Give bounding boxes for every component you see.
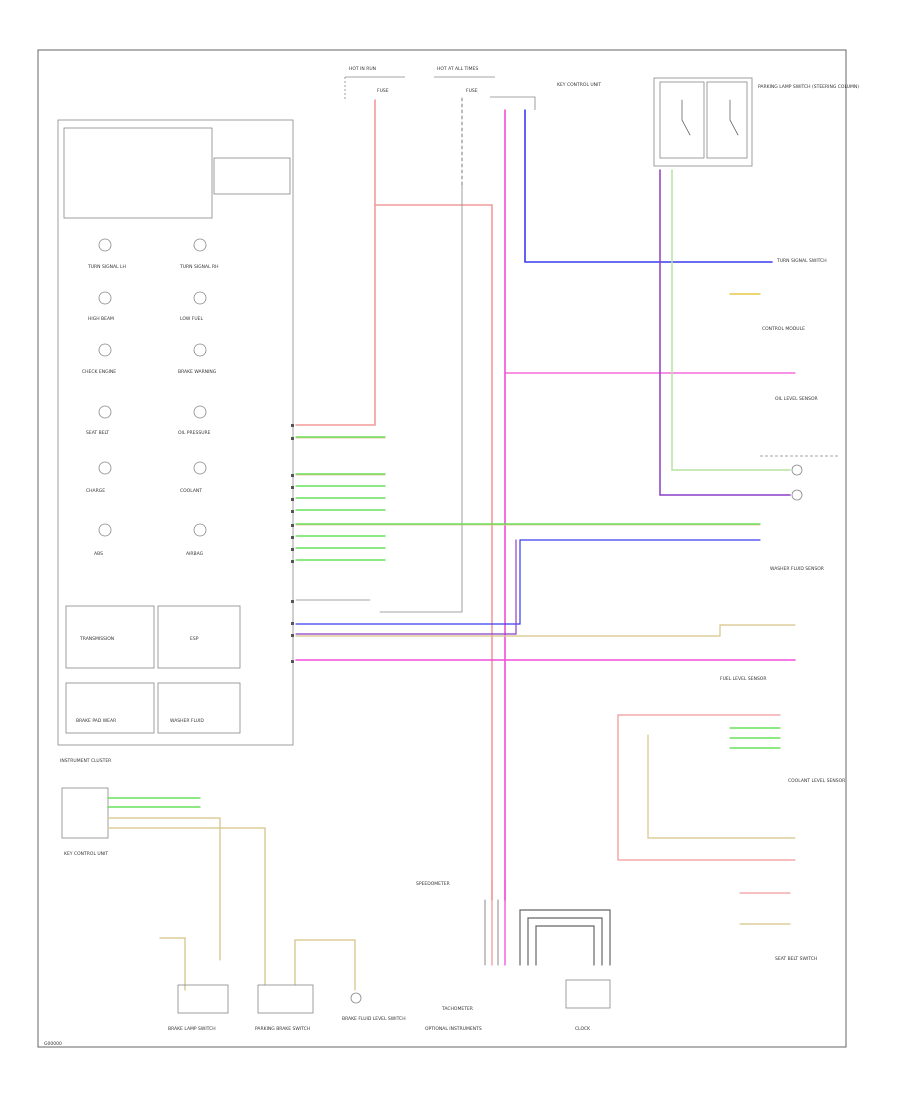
parking-lamp-switch: PARKING LAMP SWITCH (STEERING COLUMN) bbox=[653, 77, 859, 167]
lamp-abs: ABS bbox=[94, 523, 112, 557]
wire-red-horizontal bbox=[374, 204, 493, 901]
wire-red-feed-a bbox=[295, 99, 376, 426]
lower-left-switches: BRAKE LAMP SWITCH PARKING BRAKE SWITCH B… bbox=[159, 937, 406, 1032]
wire-violet bbox=[659, 169, 791, 496]
speedometer-label: SPEEDOMETER bbox=[416, 881, 450, 887]
lamp-washer-fluid: WASHER FLUID bbox=[157, 682, 241, 734]
lamp-airbag: AIRBAG bbox=[186, 523, 207, 557]
lamp-brake-pad-wear: BRAKE PAD WEAR bbox=[65, 682, 155, 734]
right-mod-3-label: OIL LEVEL SENSOR bbox=[775, 396, 818, 402]
lamp-brake-warning: BRAKE WARNING bbox=[178, 343, 217, 375]
brake-fluid-label: BRAKE FLUID LEVEL SWITCH bbox=[342, 1016, 406, 1022]
right-mod-2-label: CONTROL MODULE bbox=[762, 326, 805, 332]
lamp-low-fuel: LOW FUEL bbox=[180, 291, 207, 322]
parking-lamp-switch-label: PARKING LAMP SWITCH (STEERING COLUMN) bbox=[758, 84, 859, 90]
svg-text:TRANSMISSION: TRANSMISSION bbox=[79, 636, 114, 642]
wire-lightgreen bbox=[671, 169, 791, 471]
cluster-connector bbox=[291, 424, 294, 663]
lamp-oil-pressure: OIL PRESSURE bbox=[178, 405, 211, 436]
diagram-footer-id: G00000 bbox=[44, 1041, 62, 1047]
right-mod-5-label: FUEL LEVEL SENSOR bbox=[720, 676, 766, 682]
right-lower-module: COOLANT LEVEL SENSOR SEAT BELT SWITCH bbox=[617, 714, 845, 962]
wire-blue-lower bbox=[295, 539, 761, 625]
optional-instruments-label: OPTIONAL INSTRUMENTS bbox=[425, 1026, 482, 1032]
fuse-label-a: FUSE bbox=[377, 88, 389, 94]
right-modules: TURN SIGNAL SWITCH CONTROL MODULE OIL LE… bbox=[720, 258, 840, 682]
parking-brake-switch-label: PARKING BRAKE SWITCH bbox=[255, 1026, 310, 1032]
instrument-cluster-title: INSTRUMENT CLUSTER bbox=[60, 758, 111, 764]
svg-text:OIL PRESSURE: OIL PRESSURE bbox=[178, 430, 211, 436]
right-mod-1-label: TURN SIGNAL SWITCH bbox=[776, 258, 827, 264]
fuse-block-right: HOT AT ALL TIMES FUSE KEY CONTROL UNIT bbox=[434, 66, 601, 110]
right-mod-7-label: SEAT BELT SWITCH bbox=[775, 956, 817, 962]
lamp-transmission: TRANSMISSION bbox=[65, 605, 155, 669]
key-control-unit-label: KEY CONTROL UNIT bbox=[64, 851, 108, 857]
instrument-cluster: INSTRUMENT CLUSTER bbox=[57, 119, 294, 764]
svg-text:BRAKE PAD WEAR: BRAKE PAD WEAR bbox=[76, 718, 116, 724]
right-mod-4-label: WASHER FLUID SENSOR bbox=[770, 566, 824, 572]
fuse-label-b: FUSE bbox=[466, 88, 478, 94]
key-control-label: KEY CONTROL UNIT bbox=[557, 82, 601, 88]
tachometer-label: TACHOMETER bbox=[441, 1006, 473, 1012]
fuse-block-right-label: HOT AT ALL TIMES bbox=[437, 66, 478, 72]
svg-text:ABS: ABS bbox=[94, 551, 103, 557]
fuse-block-left-label: HOT IN RUN bbox=[349, 66, 376, 72]
wire-tan-right bbox=[295, 624, 796, 637]
svg-text:LOW FUEL: LOW FUEL bbox=[180, 316, 203, 322]
lamp-turn-signal-lh: TURN SIGNAL LH bbox=[87, 238, 126, 270]
svg-text:CHARGE: CHARGE bbox=[86, 488, 105, 494]
svg-text:AIRBAG: AIRBAG bbox=[186, 551, 204, 557]
lamp-high-beam: HIGH BEAM bbox=[88, 291, 114, 322]
svg-text:HIGH BEAM: HIGH BEAM bbox=[88, 316, 114, 322]
brake-lamp-switch-label: BRAKE LAMP SWITCH bbox=[168, 1026, 216, 1032]
optional-instruments: TACHOMETER OPTIONAL INSTRUMENTS CLOCK SP… bbox=[416, 879, 611, 1032]
wire-black-to-cluster bbox=[379, 184, 463, 613]
svg-text:ESP: ESP bbox=[190, 636, 199, 642]
lamp-esp: ESP bbox=[157, 605, 241, 669]
lamp-grid: TURN SIGNAL LH TURN SIGNAL RH HIGH BEAM … bbox=[65, 238, 241, 734]
wire-violet-mid bbox=[295, 539, 517, 635]
key-control-unit: KEY CONTROL UNIT bbox=[61, 787, 266, 986]
lamp-coolant: COOLANT bbox=[180, 461, 207, 494]
diagram-frame bbox=[37, 49, 847, 1048]
svg-text:BRAKE WARNING: BRAKE WARNING bbox=[178, 369, 217, 375]
lamp-charge: CHARGE bbox=[86, 461, 112, 494]
clock-label: CLOCK bbox=[575, 1026, 591, 1032]
svg-text:TURN SIGNAL RH: TURN SIGNAL RH bbox=[179, 264, 219, 270]
wire-blue-top bbox=[524, 109, 773, 263]
svg-text:SEAT BELT: SEAT BELT bbox=[86, 430, 109, 436]
fuse-block-left: HOT IN RUN FUSE bbox=[344, 66, 405, 100]
right-mod-6-label: COOLANT LEVEL SENSOR bbox=[788, 778, 845, 784]
lamp-check-engine: CHECK ENGINE bbox=[82, 343, 116, 375]
lamp-turn-signal-rh: TURN SIGNAL RH bbox=[179, 238, 219, 270]
wire-group-green bbox=[295, 436, 761, 561]
svg-text:WASHER FLUID: WASHER FLUID bbox=[170, 718, 204, 724]
svg-text:COOLANT: COOLANT bbox=[180, 488, 202, 494]
svg-text:TURN SIGNAL LH: TURN SIGNAL LH bbox=[87, 264, 126, 270]
lamp-seat-belt: SEAT BELT bbox=[86, 405, 112, 436]
svg-text:CHECK ENGINE: CHECK ENGINE bbox=[82, 369, 116, 375]
wire-group-tan bbox=[295, 437, 761, 526]
